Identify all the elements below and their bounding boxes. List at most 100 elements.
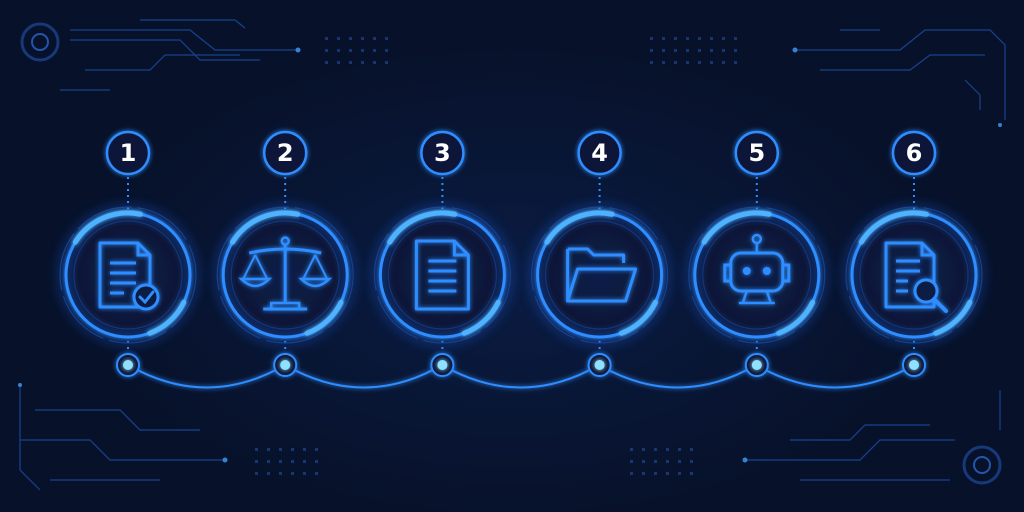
balance-scale-icon <box>238 236 333 311</box>
disc-outer-ring <box>216 206 354 344</box>
disc-arc-accent <box>544 210 615 245</box>
folder-icon <box>566 247 638 303</box>
grid-dot <box>674 61 677 64</box>
disc-glow <box>686 205 827 345</box>
number-badge <box>734 130 780 176</box>
grid-dot <box>361 37 364 40</box>
disc-outer-ring <box>59 206 197 344</box>
grid-dot <box>654 472 657 475</box>
disc-arc-accent <box>933 299 973 336</box>
document-search-icon <box>884 241 948 313</box>
circuit-decoration-top-left <box>20 19 301 91</box>
timeline-node-core <box>751 360 762 370</box>
disc-inner-ring <box>859 220 969 330</box>
grid-dot <box>303 448 306 451</box>
step-number: 1 <box>119 139 137 167</box>
disc-glow <box>844 205 984 345</box>
steps-layer <box>58 130 984 377</box>
grid-dot <box>662 37 665 40</box>
grid-dot <box>678 460 681 463</box>
circuit-decoration-bottom-right <box>742 390 1002 485</box>
robot-icon <box>723 233 791 305</box>
connector-line <box>127 363 915 389</box>
step-number: 5 <box>748 139 766 167</box>
grid-dot <box>337 61 340 64</box>
grid-dot <box>666 472 669 475</box>
grid-dot <box>650 49 653 52</box>
disc-glow <box>215 205 356 345</box>
grid-dot <box>734 49 737 52</box>
step-number: 4 <box>591 139 608 167</box>
grid-dot <box>642 460 645 463</box>
grid-dot <box>373 49 376 52</box>
grid-dot <box>686 49 689 52</box>
timeline-node-core <box>123 360 133 370</box>
grid-dot <box>361 61 364 64</box>
grid-dot <box>267 460 270 463</box>
disc-inner-ring <box>73 220 183 330</box>
disc-outer-ring <box>688 206 826 344</box>
step-number: 2 <box>276 139 294 167</box>
grid-dot <box>630 460 633 463</box>
grid-dot <box>325 61 328 64</box>
dot-grid-bottom-right <box>630 448 693 475</box>
disc-arc-accent <box>618 299 658 336</box>
grid-dot <box>734 61 737 64</box>
grid-dot <box>686 61 689 64</box>
grid-dot <box>690 460 693 463</box>
step-1 <box>58 130 198 377</box>
grid-dot <box>662 61 665 64</box>
grid-dot <box>315 472 318 475</box>
disc-arc-accent <box>72 210 143 245</box>
grid-dot <box>722 37 725 40</box>
dot-grid-top-right <box>650 37 737 64</box>
grid-dot <box>698 49 701 52</box>
timeline-node-core <box>280 360 291 370</box>
disc-inner-ring <box>544 220 655 330</box>
grid-dot <box>255 448 258 451</box>
document-check-icon <box>98 241 160 311</box>
number-badge <box>891 130 937 176</box>
step-5 <box>686 130 827 377</box>
disc-arc-accent <box>147 299 187 336</box>
grid-dot <box>325 37 328 40</box>
dot-grid-top-left <box>325 37 388 64</box>
disc-glow <box>372 205 513 345</box>
number-badge <box>262 130 308 176</box>
grid-dot <box>373 37 376 40</box>
grid-dot <box>734 37 737 40</box>
grid-dot <box>690 472 693 475</box>
grid-dot <box>690 448 693 451</box>
grid-dot <box>674 37 677 40</box>
disc-outer-ring <box>845 206 983 344</box>
grid-dot <box>666 460 669 463</box>
disc-arc-accent <box>387 210 458 245</box>
grid-dot <box>267 448 270 451</box>
disc-inner-ring <box>387 220 497 330</box>
grid-dot <box>385 37 388 40</box>
timeline-node-core <box>909 360 919 370</box>
step-number: 6 <box>905 139 923 167</box>
grid-dot <box>642 472 645 475</box>
grid-dot <box>698 37 701 40</box>
disc-outer-ring <box>373 206 511 344</box>
step-6 <box>844 130 984 377</box>
grid-dot <box>373 61 376 64</box>
grid-dot <box>674 49 677 52</box>
disc-inner-ring <box>702 220 812 330</box>
grid-dot <box>698 61 701 64</box>
grid-dot <box>279 472 282 475</box>
number-badge <box>105 130 151 176</box>
grid-dot <box>630 448 633 451</box>
grid-dot <box>325 49 328 52</box>
timeline-node-core <box>437 360 448 370</box>
grid-dot <box>654 460 657 463</box>
grid-dot <box>255 472 258 475</box>
disc-inner-ring <box>230 220 340 330</box>
grid-dot <box>678 448 681 451</box>
disc-arc-accent <box>304 299 344 336</box>
disc-arc-accent <box>776 299 816 336</box>
step-3 <box>372 130 513 377</box>
